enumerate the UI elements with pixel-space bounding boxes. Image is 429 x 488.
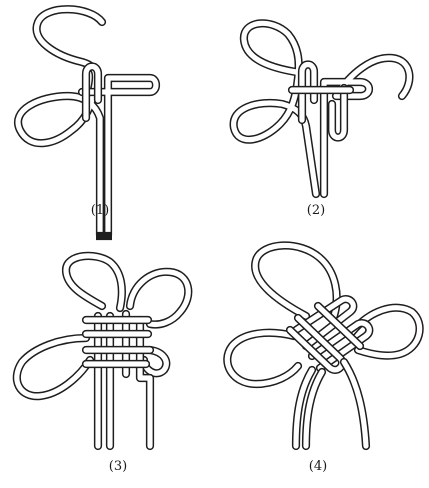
panel-4-caption: (4) — [309, 459, 327, 474]
knot-panel-4: (4) — [227, 245, 419, 474]
panel-2-caption: (2) — [307, 203, 325, 218]
cord-drawing-1 — [18, 9, 156, 236]
cord-drawing-2 — [234, 23, 410, 194]
panel-3-caption: (3) — [109, 459, 127, 474]
knot-panel-3: (3) — [17, 256, 188, 474]
knot-panel-1: (1) — [18, 9, 156, 236]
cord-drawing-4 — [227, 245, 419, 446]
knot-panel-2: (2) — [234, 23, 410, 218]
cord-drawing-3 — [17, 256, 188, 446]
panel-1-caption: (1) — [91, 203, 109, 218]
